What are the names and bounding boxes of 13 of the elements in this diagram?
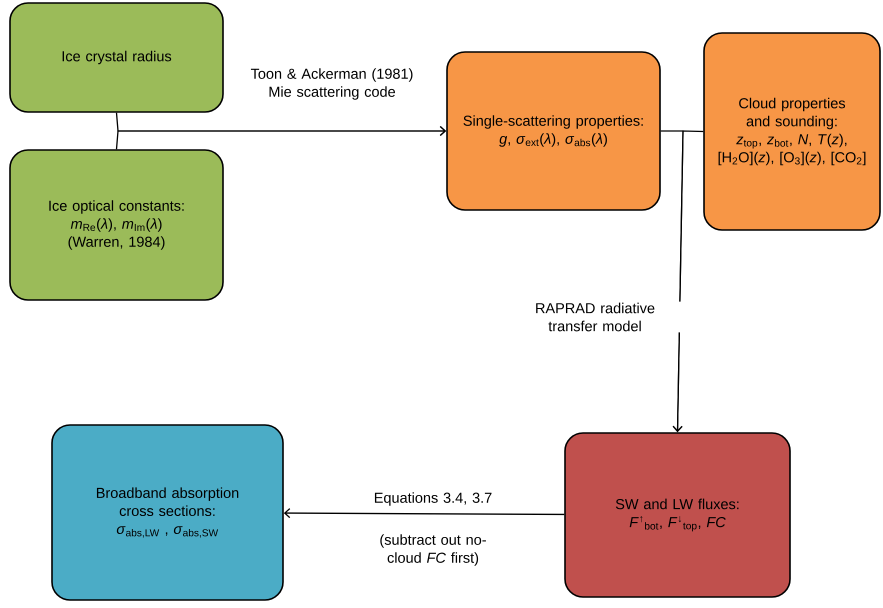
arrow	[284, 508, 564, 518]
edge-label: Toon & Ackerman (1981) Mie scattering code	[250, 68, 412, 100]
arrow	[672, 130, 704, 432]
edge-label: RAPRAD radiative transfer model	[536, 302, 654, 332]
edge-label: Equations 3.4, 3.7	[374, 492, 492, 506]
input-box: Cloud properties and sounding: z$_{top}$, z$_{bot}$, N, T(z), [H$_{2}$O](z), [O$_{3}$](z), [CO$_{2}$]	[703, 32, 881, 231]
process-box: Single-scattering properties: g, σ$_{ext}$(λ), σ$_{abs}$(λ)	[446, 51, 661, 211]
result-box: SW and LW fluxes: F$^{↑}$$_{bot}$, F$^{↓}$$_{top}$, FC	[564, 432, 791, 598]
arrow	[116, 126, 446, 150]
input-box: Ice optical constants: m$_{Re}$(λ), m$_{Im}$(λ) (Warren, 1984)	[9, 149, 224, 301]
input-box: Ice crystal radius	[9, 2, 224, 113]
output-box: Broadband absorption cross sections: σ$_{abs,LW}$ , σ$_{abs,SW}$	[51, 424, 284, 601]
note-label: (subtract out no-cloud FC first)	[380, 534, 486, 566]
